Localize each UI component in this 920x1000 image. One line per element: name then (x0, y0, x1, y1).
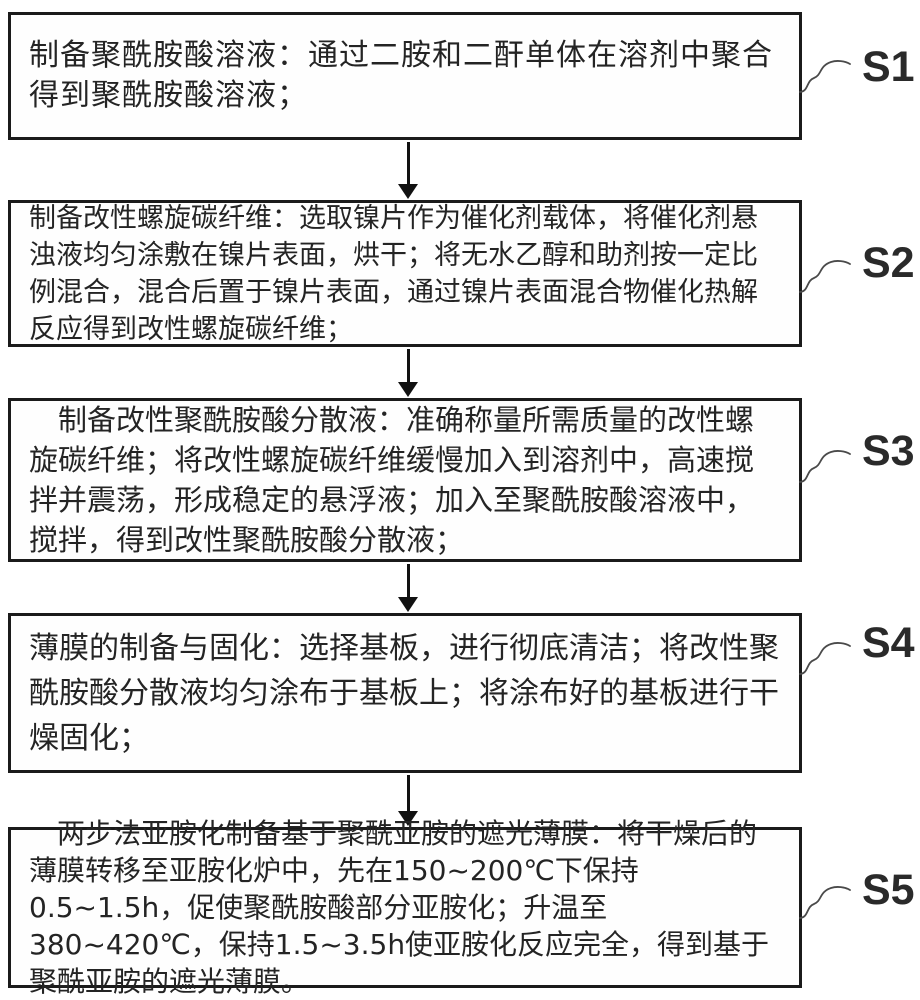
step-label-s1: S1 (862, 46, 915, 89)
arrow-head-icon (398, 597, 418, 612)
arrow-head-icon (398, 382, 418, 397)
connector-squiggle-s4 (799, 639, 851, 675)
step-box-s1: 制备聚酰胺酸溶液：通过二胺和二酐单体在溶剂中聚合得到聚酰胺酸溶液； (8, 12, 802, 140)
step-text-s4: 薄膜的制备与固化：选择基板，进行彻底清洁；将改性聚酰胺酸分散液均匀涂布于基板上；… (11, 626, 799, 761)
arrow-head-icon (398, 184, 418, 199)
arrow-shaft (407, 142, 410, 186)
flow-arrow-1 (397, 142, 419, 199)
arrow-shaft (407, 564, 410, 599)
step-box-s5: 两步法亚胺化制备基于聚酰亚胺的遮光薄膜：将干燥后的薄膜转移至亚胺化炉中，先在15… (8, 827, 802, 988)
connector-squiggle-s1 (799, 57, 851, 93)
arrow-shaft (407, 349, 410, 384)
step-label-s4: S4 (862, 622, 915, 665)
connector-squiggle-s2 (799, 257, 851, 293)
step-text-s2: 制备改性螺旋碳纤维：选取镍片作为催化剂载体，将催化剂悬浊液均匀涂敷在镍片表面，烘… (11, 200, 799, 348)
step-text-s5: 两步法亚胺化制备基于聚酰亚胺的遮光薄膜：将干燥后的薄膜转移至亚胺化炉中，先在15… (11, 815, 799, 1000)
step-box-s4: 薄膜的制备与固化：选择基板，进行彻底清洁；将改性聚酰胺酸分散液均匀涂布于基板上；… (8, 613, 802, 773)
step-text-s1: 制备聚酰胺酸溶液：通过二胺和二酐单体在溶剂中聚合得到聚酰胺酸溶液； (11, 36, 799, 116)
step-label-s2: S2 (862, 242, 915, 285)
flow-arrow-3 (397, 564, 419, 612)
step-box-s2: 制备改性螺旋碳纤维：选取镍片作为催化剂载体，将催化剂悬浊液均匀涂敷在镍片表面，烘… (8, 200, 802, 347)
arrow-shaft (407, 775, 410, 813)
step-label-s5: S5 (862, 869, 915, 912)
connector-squiggle-s3 (799, 447, 851, 483)
step-label-s3: S3 (862, 430, 915, 473)
step-box-s3: 制备改性聚酰胺酸分散液：准确称量所需质量的改性螺旋碳纤维；将改性螺旋碳纤维缓慢加… (8, 398, 802, 562)
step-text-s3: 制备改性聚酰胺酸分散液：准确称量所需质量的改性螺旋碳纤维；将改性螺旋碳纤维缓慢加… (11, 400, 799, 560)
flow-arrow-2 (397, 349, 419, 397)
connector-squiggle-s5 (799, 883, 851, 919)
